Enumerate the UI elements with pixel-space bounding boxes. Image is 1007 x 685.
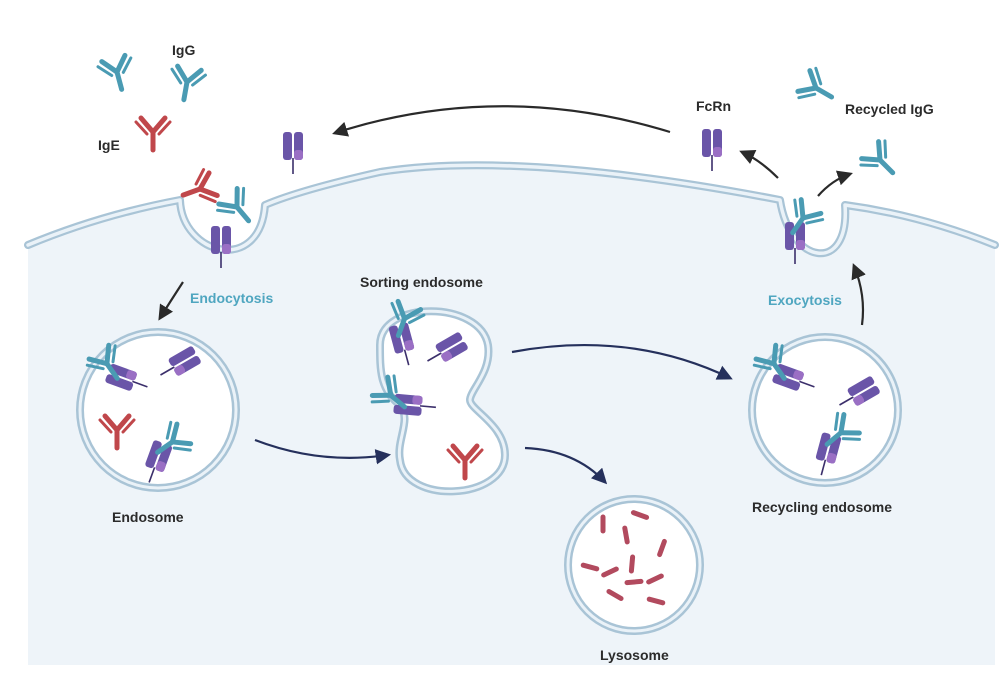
- ige-antibody-icon: [136, 118, 170, 150]
- endosome-to-sorting-arrow: [254, 438, 392, 465]
- igg-label: IgG: [172, 42, 195, 58]
- igg-fragment-icon: [627, 581, 641, 582]
- fcrn-label: FcRn: [696, 98, 731, 114]
- igg-fragment-icon: [649, 599, 663, 603]
- endosome-label: Endosome: [112, 509, 184, 525]
- exocytosis-label: Exocytosis: [768, 292, 842, 308]
- lysosome: [564, 495, 704, 635]
- igg-antibody-icon: [215, 185, 262, 231]
- lysosome-label: Lysosome: [600, 647, 669, 663]
- release-arrow: [739, 149, 779, 179]
- recycled-igg-label: Recycled IgG: [845, 101, 934, 117]
- endosome: [76, 328, 240, 493]
- recycling-arrow: [332, 105, 671, 137]
- release-arrow: [817, 170, 853, 197]
- recycling-endosome: [746, 333, 902, 487]
- ige-label: IgE: [98, 137, 120, 153]
- igg-antibody-icon: [795, 66, 840, 111]
- igg-antibody-icon: [167, 65, 206, 102]
- igg-antibody-icon: [97, 54, 138, 94]
- recycling-endosome-label: Recycling endosome: [752, 499, 892, 515]
- fcrn-receptor-icon: [701, 128, 723, 172]
- sorting-to-lysosome-arrow: [524, 446, 608, 485]
- fcrn-receptor-icon: [282, 131, 304, 175]
- igg-fragment-icon: [631, 557, 632, 571]
- igg-fragment-icon: [583, 565, 597, 569]
- igg-antibody-icon: [858, 138, 905, 185]
- cell-membrane-highlight: [26, 163, 997, 256]
- endocytosis-arrow: [158, 281, 184, 321]
- sorting-to-recycling-arrow: [511, 343, 733, 380]
- sorting-endosome-label: Sorting endosome: [360, 274, 483, 290]
- exocytosis-arrow: [851, 263, 866, 326]
- cell-cytoplasm: [28, 165, 995, 665]
- igg-fragment-icon: [625, 528, 627, 542]
- sorting-endosome: [368, 292, 510, 496]
- endocytosis-label: Endocytosis: [190, 290, 273, 306]
